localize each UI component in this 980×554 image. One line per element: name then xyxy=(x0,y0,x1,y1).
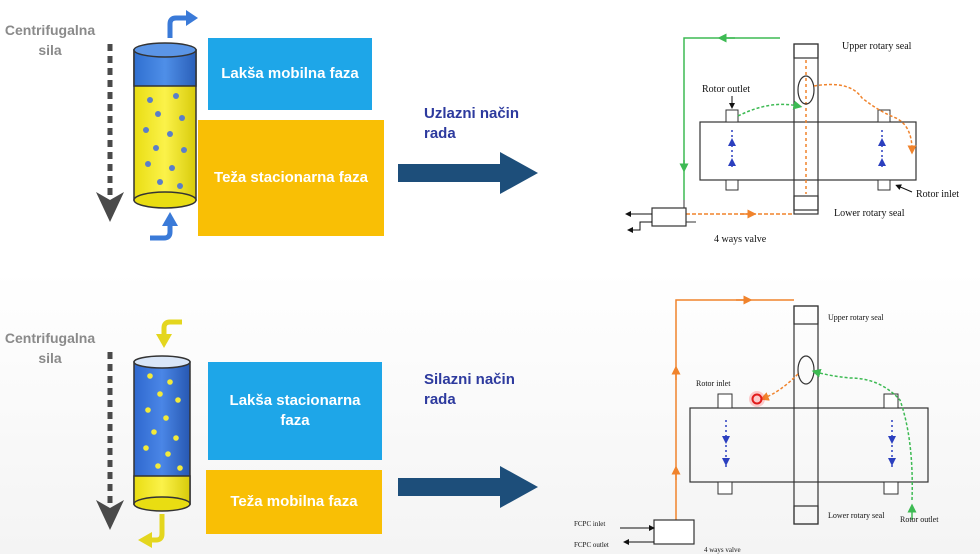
inflow-arrow-bottom xyxy=(156,319,182,348)
descending-mode-label: Silazni način rada xyxy=(424,371,515,408)
centrifugal-force-label-bottom: Centrifugalna sila xyxy=(4,330,96,366)
heavier-stationary-phase-box: Teža stacionarna faza xyxy=(198,120,384,236)
fcpc-inlet-label: FCPC inlet xyxy=(574,520,605,528)
column-bottom xyxy=(133,355,191,512)
outflow-arrow-bottom xyxy=(138,514,165,548)
upper-seal-label-top: Upper rotary seal xyxy=(842,41,912,52)
fcpc-outlet-label: FCPC outlet xyxy=(574,541,609,549)
lower-seal-label-bottom: Lower rotary seal xyxy=(828,511,885,520)
outflow-arrow-top xyxy=(167,10,198,38)
rotor-outlet-label-bottom: Rotor outlet xyxy=(900,515,939,524)
valve-label-bottom: 4 ways valve xyxy=(704,546,741,554)
ascending-mode-label: Uzlazni način rada xyxy=(424,105,520,142)
rotor-outlet-label-top: Rotor outlet xyxy=(702,84,750,95)
upper-seal-label-bottom: Upper rotary seal xyxy=(828,313,884,322)
inflow-arrow-top xyxy=(150,212,178,241)
column-top xyxy=(133,42,197,209)
force-arrow-down-bottom xyxy=(96,352,124,530)
schematic-bottom xyxy=(620,295,929,545)
heavier-mobile-phase-box: Teža mobilna faza xyxy=(206,470,382,534)
lower-seal-label-top: Lower rotary seal xyxy=(834,208,905,219)
schematic-top xyxy=(625,33,917,233)
valve-label-top: 4 ways valve xyxy=(714,234,767,245)
lighter-mobile-phase-box: Lakša mobilna faza xyxy=(208,38,372,110)
transition-arrow-bottom xyxy=(398,466,538,508)
lighter-stationary-phase-box: Lakša stacionarna faza xyxy=(208,362,382,460)
transition-arrow-top xyxy=(398,152,538,194)
force-arrow-down-top xyxy=(96,44,124,222)
centrifugal-force-label-top: Centrifugalna sila xyxy=(4,22,96,58)
rotor-inlet-label-bottom: Rotor inlet xyxy=(696,379,731,388)
rotor-inlet-label-top: Rotor inlet xyxy=(916,189,959,200)
